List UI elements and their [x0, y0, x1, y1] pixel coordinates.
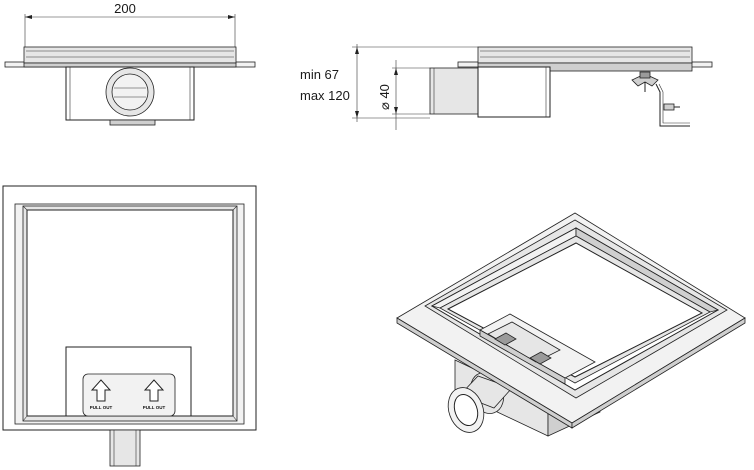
foot — [109, 119, 156, 126]
pull-out-arrow-right-icon — [143, 379, 165, 402]
arrow-right — [228, 15, 235, 19]
frame-top — [23, 46, 237, 64]
outlet-stub — [109, 429, 141, 467]
top-view: PULL OUT PULL OUT — [2, 185, 257, 467]
pull-out-text-left: PULL OUT — [90, 405, 113, 410]
front-view: 200 — [4, 1, 256, 126]
max-height-label: max 120 — [300, 88, 350, 103]
isometric-view — [396, 212, 746, 437]
outlet-pipe-side — [429, 67, 479, 115]
leveling-bracket — [631, 71, 690, 127]
min-height-label: min 67 — [300, 67, 339, 82]
width-dimension-label: 200 — [114, 1, 136, 16]
pull-out-arrow-left-icon — [90, 379, 112, 402]
diameter-label: ⌀ 40 — [377, 84, 392, 110]
outlet-pipe-inner — [111, 73, 149, 111]
pull-out-text-right: PULL OUT — [143, 405, 166, 410]
arrow-left — [25, 15, 32, 19]
drain-body-side — [477, 66, 551, 118]
side-view: min 67 max 120 ⌀ 40 — [300, 44, 713, 130]
